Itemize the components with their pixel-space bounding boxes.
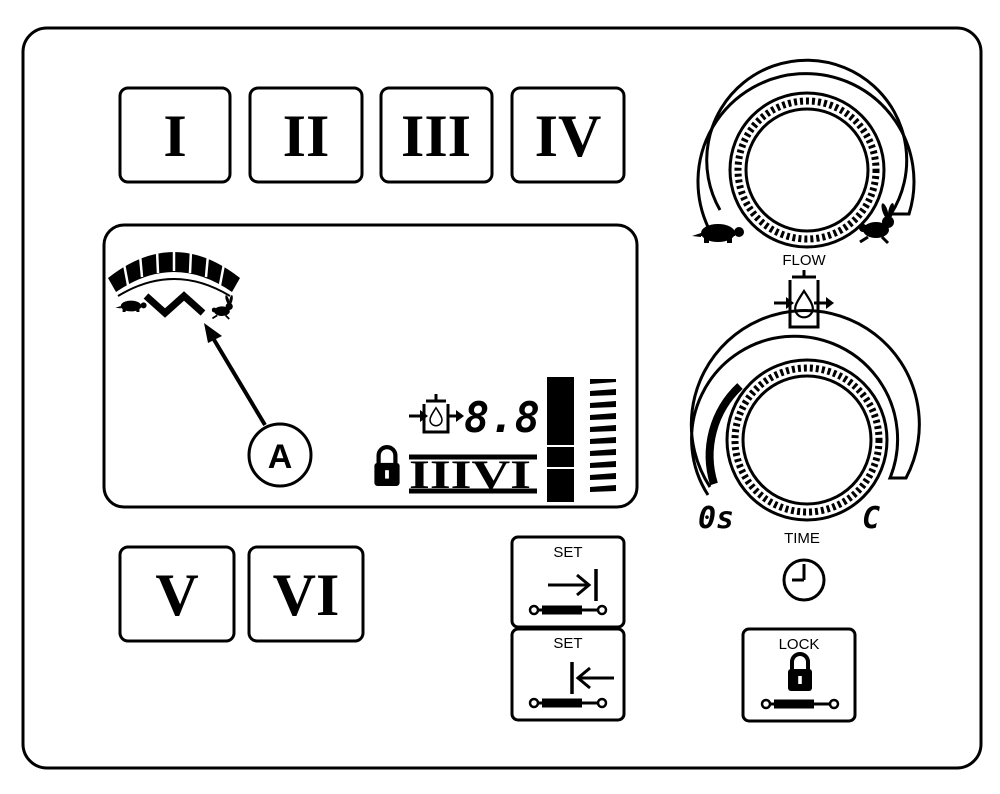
set-end-position-button[interactable]: SET xyxy=(510,535,626,629)
mode-button-5-label: V xyxy=(155,562,198,628)
time-min-label: 0s xyxy=(698,501,734,536)
speed-gauge xyxy=(108,248,240,320)
time-dial[interactable] xyxy=(689,309,921,522)
mode-button-1-label: I xyxy=(163,103,186,169)
wave-icon xyxy=(143,291,206,318)
time-max-label: C xyxy=(862,501,880,536)
flow-dial[interactable] xyxy=(696,58,916,249)
mode-button-3-label: III xyxy=(401,103,471,169)
mode-button-3[interactable]: III xyxy=(379,86,494,184)
bar-arrow-left-icon xyxy=(570,662,614,694)
mode-button-5[interactable]: V xyxy=(118,545,236,643)
flow-value-readout: 8.8 xyxy=(464,393,540,442)
flow-icon xyxy=(774,270,834,329)
clock-icon xyxy=(782,558,826,602)
flow-dial-label: FLOW xyxy=(782,252,826,269)
mode-button-4[interactable]: IV xyxy=(510,86,626,184)
mode-button-2-label: II xyxy=(283,103,330,169)
mode-button-1[interactable]: I xyxy=(118,86,232,184)
time-dial-label: TIME xyxy=(784,530,820,547)
set-start-label: SET xyxy=(553,635,582,652)
callout-circle xyxy=(247,422,313,488)
mode-button-4-label: IV xyxy=(535,103,602,169)
callout-arrow xyxy=(211,336,267,427)
arrow-head-icon xyxy=(204,323,222,343)
lock-button-label: LOCK xyxy=(779,636,820,653)
set-start-position-button[interactable]: SET xyxy=(510,627,626,722)
lock-button[interactable]: LOCK xyxy=(741,627,857,723)
flow-readout-icon xyxy=(409,394,464,434)
set-end-label: SET xyxy=(553,544,582,561)
callout-label: A xyxy=(268,438,293,476)
mode-button-2[interactable]: II xyxy=(248,86,364,184)
arrow-to-bar-icon xyxy=(548,569,598,601)
level-bar-gauge xyxy=(547,377,616,502)
lcd-display: A 8.8 IIIVI xyxy=(102,223,639,509)
mode-button-6[interactable]: VI xyxy=(247,545,365,643)
mode-button-6-label: VI xyxy=(273,562,340,628)
